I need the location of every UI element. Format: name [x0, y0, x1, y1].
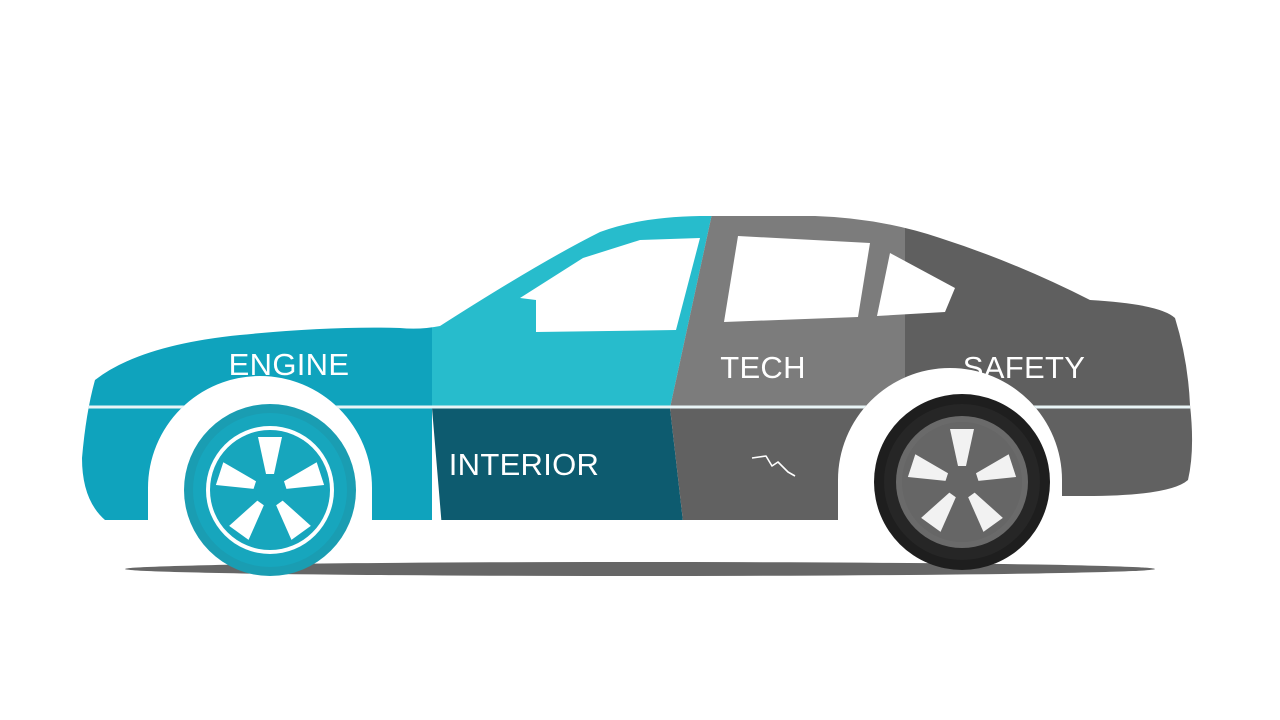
- rear-wheel: [874, 394, 1050, 570]
- rear-window: [877, 253, 955, 316]
- front-wheel: [184, 404, 356, 576]
- front-window: [520, 238, 700, 332]
- interior-segment: [432, 408, 692, 520]
- engine-label: ENGINE: [229, 347, 350, 382]
- ground-shadow: [125, 562, 1155, 576]
- tech-label: TECH: [720, 350, 806, 385]
- interior-label: INTERIOR: [449, 447, 600, 482]
- safety-label: SAFETY: [963, 350, 1085, 385]
- door-scratch: [751, 455, 796, 477]
- middle-window: [724, 236, 870, 322]
